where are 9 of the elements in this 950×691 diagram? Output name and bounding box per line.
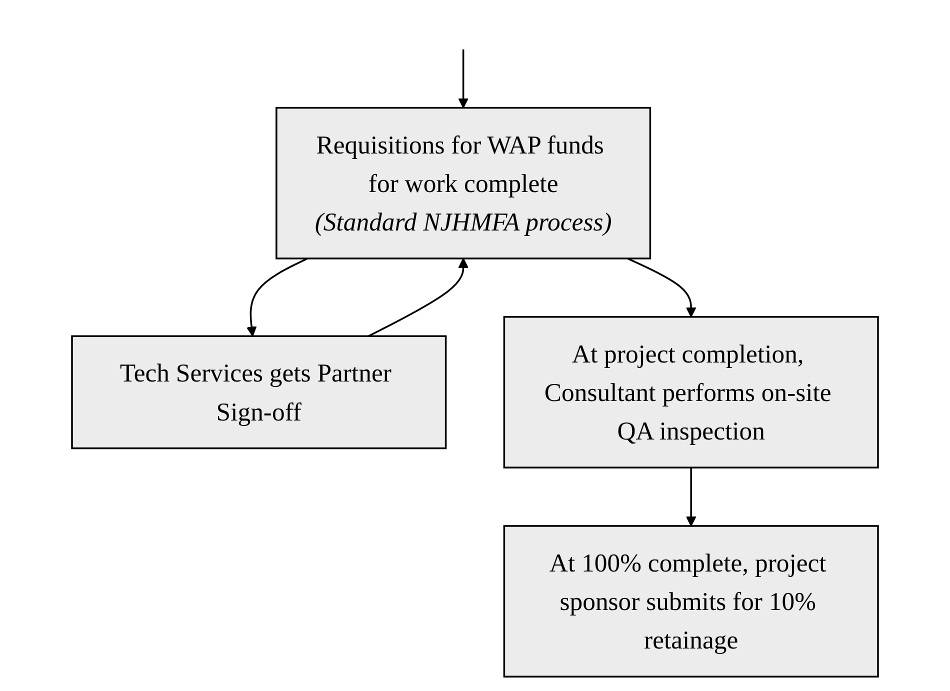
node-box: At project completion, Consultant performs on-site QA inspection [503, 316, 879, 468]
node-box: Requisitions for WAP funds for work complete (Standard NJHMFA process) [276, 106, 652, 260]
node-box: Tech Services gets Partner Sign-off [71, 335, 447, 450]
arrow [458, 49, 468, 108]
arrow [686, 468, 696, 526]
arrow [627, 258, 696, 318]
arrow [246, 258, 308, 337]
arrow [368, 258, 468, 337]
node-box: At 100% complete, project sponsor submits for 10% retainage [503, 525, 879, 678]
